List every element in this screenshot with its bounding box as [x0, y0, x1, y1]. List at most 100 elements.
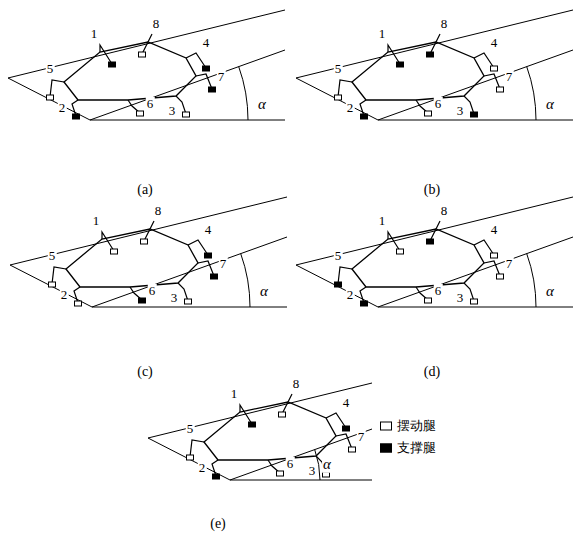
robot-leg [338, 80, 352, 97]
foot-marker [279, 412, 286, 417]
leg-number: 4 [342, 396, 351, 410]
leg-number: 5 [334, 62, 343, 76]
slope-edge [230, 480, 372, 481]
foot-marker [73, 114, 80, 119]
panel-caption: (e) [209, 516, 227, 531]
foot-marker [491, 253, 498, 258]
leg-number: 3 [456, 104, 465, 118]
leg-number: 1 [90, 27, 99, 41]
leg-number: 7 [217, 70, 226, 84]
leg-number: 1 [230, 387, 239, 401]
foot-marker [491, 66, 498, 71]
leg-number: 2 [346, 288, 355, 302]
robot-leg [388, 45, 400, 64]
foot-marker [141, 239, 148, 244]
robot-body [352, 42, 484, 100]
robot-leg [464, 283, 474, 301]
foot-marker [397, 62, 404, 67]
robot-leg [178, 283, 188, 301]
slope-edge [378, 120, 573, 121]
angle-arc [239, 67, 248, 120]
foot-marker [183, 112, 190, 117]
slope-edge [8, 10, 285, 78]
foot-marker [111, 249, 118, 254]
foot-marker [209, 87, 216, 92]
robot-leg [282, 394, 292, 414]
leg-number: 6 [146, 97, 155, 111]
foot-marker [213, 474, 220, 479]
slope-panel [10, 197, 287, 307]
leg-number: 3 [456, 291, 465, 305]
leg-number: 1 [378, 27, 387, 41]
leg-number: 5 [46, 62, 55, 76]
foot-marker [187, 455, 194, 460]
foot-marker [323, 472, 330, 477]
robot-leg [144, 221, 154, 241]
leg-number: 3 [170, 291, 179, 305]
foot-marker [497, 87, 504, 92]
slope-edge [378, 307, 573, 308]
leg-number: 5 [334, 249, 343, 263]
foot-marker [361, 114, 368, 119]
leg-number: 3 [168, 104, 177, 118]
foot-marker [137, 111, 144, 116]
leg-number: 5 [48, 249, 57, 263]
slope-angle: α [322, 456, 332, 473]
leg-number: 8 [440, 17, 449, 31]
foot-marker [471, 112, 478, 117]
robot-leg [464, 96, 474, 114]
leg-number: 1 [378, 214, 387, 228]
slope-edge [90, 120, 285, 121]
leg-number: 5 [186, 422, 195, 436]
foot-marker [249, 422, 256, 427]
robot-leg [176, 96, 186, 114]
leg-number: 8 [292, 377, 301, 391]
foot-marker [497, 274, 504, 279]
angle-arc [527, 67, 536, 120]
foot-marker [397, 249, 404, 254]
foot-marker [203, 66, 210, 71]
foot-marker [139, 52, 146, 57]
angle-arc [241, 254, 250, 307]
legend-text: 支撑腿 [397, 441, 436, 455]
angle-arc [527, 254, 536, 307]
foot-marker [427, 52, 434, 57]
leg-number: 1 [92, 214, 101, 228]
panel-caption: (a) [136, 182, 154, 197]
foot-marker [109, 62, 116, 67]
foot-marker [335, 95, 342, 100]
slope-angle: α [545, 96, 555, 113]
slope-edge [296, 10, 573, 78]
foot-marker [49, 282, 56, 287]
leg-number: 6 [434, 97, 443, 111]
leg-number: 2 [198, 461, 207, 475]
foot-marker [361, 301, 368, 306]
foot-marker [211, 274, 218, 279]
robot-leg [338, 267, 352, 284]
leg-number: 4 [490, 36, 499, 50]
slope-edge [230, 429, 372, 480]
foot-marker [75, 301, 82, 306]
robot-leg [102, 232, 114, 251]
slope-edge [148, 383, 372, 438]
robot-leg [142, 34, 152, 54]
foot-marker [277, 471, 284, 476]
panel-caption: (d) [423, 364, 441, 379]
slope-angle: α [259, 283, 269, 300]
robot-leg [240, 405, 252, 424]
foot-marker [425, 111, 432, 116]
leg-number: 6 [148, 284, 157, 298]
slope-edge [92, 307, 287, 308]
slope-panel [296, 10, 573, 120]
leg-number: 4 [204, 223, 213, 237]
robot-leg [430, 34, 440, 54]
foot-marker [343, 426, 350, 431]
leg-number: 6 [434, 284, 443, 298]
panel-caption: (c) [136, 364, 154, 379]
legend-text: 摆动腿 [397, 419, 436, 433]
legend-swatch [380, 444, 392, 453]
robot-leg [430, 221, 440, 241]
leg-number: 2 [60, 288, 69, 302]
foot-marker [47, 95, 54, 100]
